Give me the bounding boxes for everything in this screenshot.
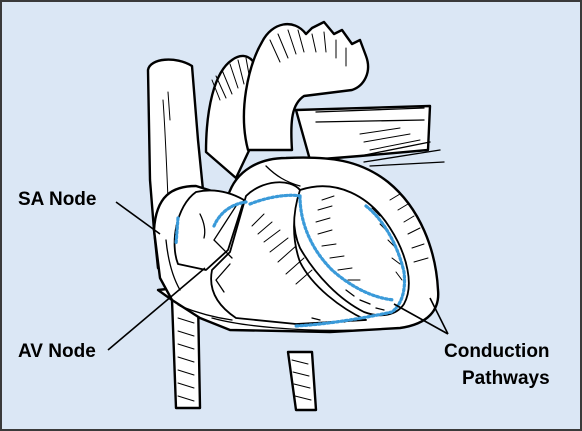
conduction-label-line1: Conduction	[444, 341, 550, 362]
sa-node-highlight	[176, 218, 178, 244]
av-node-label: AV Node	[18, 341, 96, 362]
pulmonary-branch	[296, 106, 430, 160]
conduction-label-line2: Pathways	[462, 368, 550, 389]
sa-node-label: SA Node	[18, 189, 96, 210]
